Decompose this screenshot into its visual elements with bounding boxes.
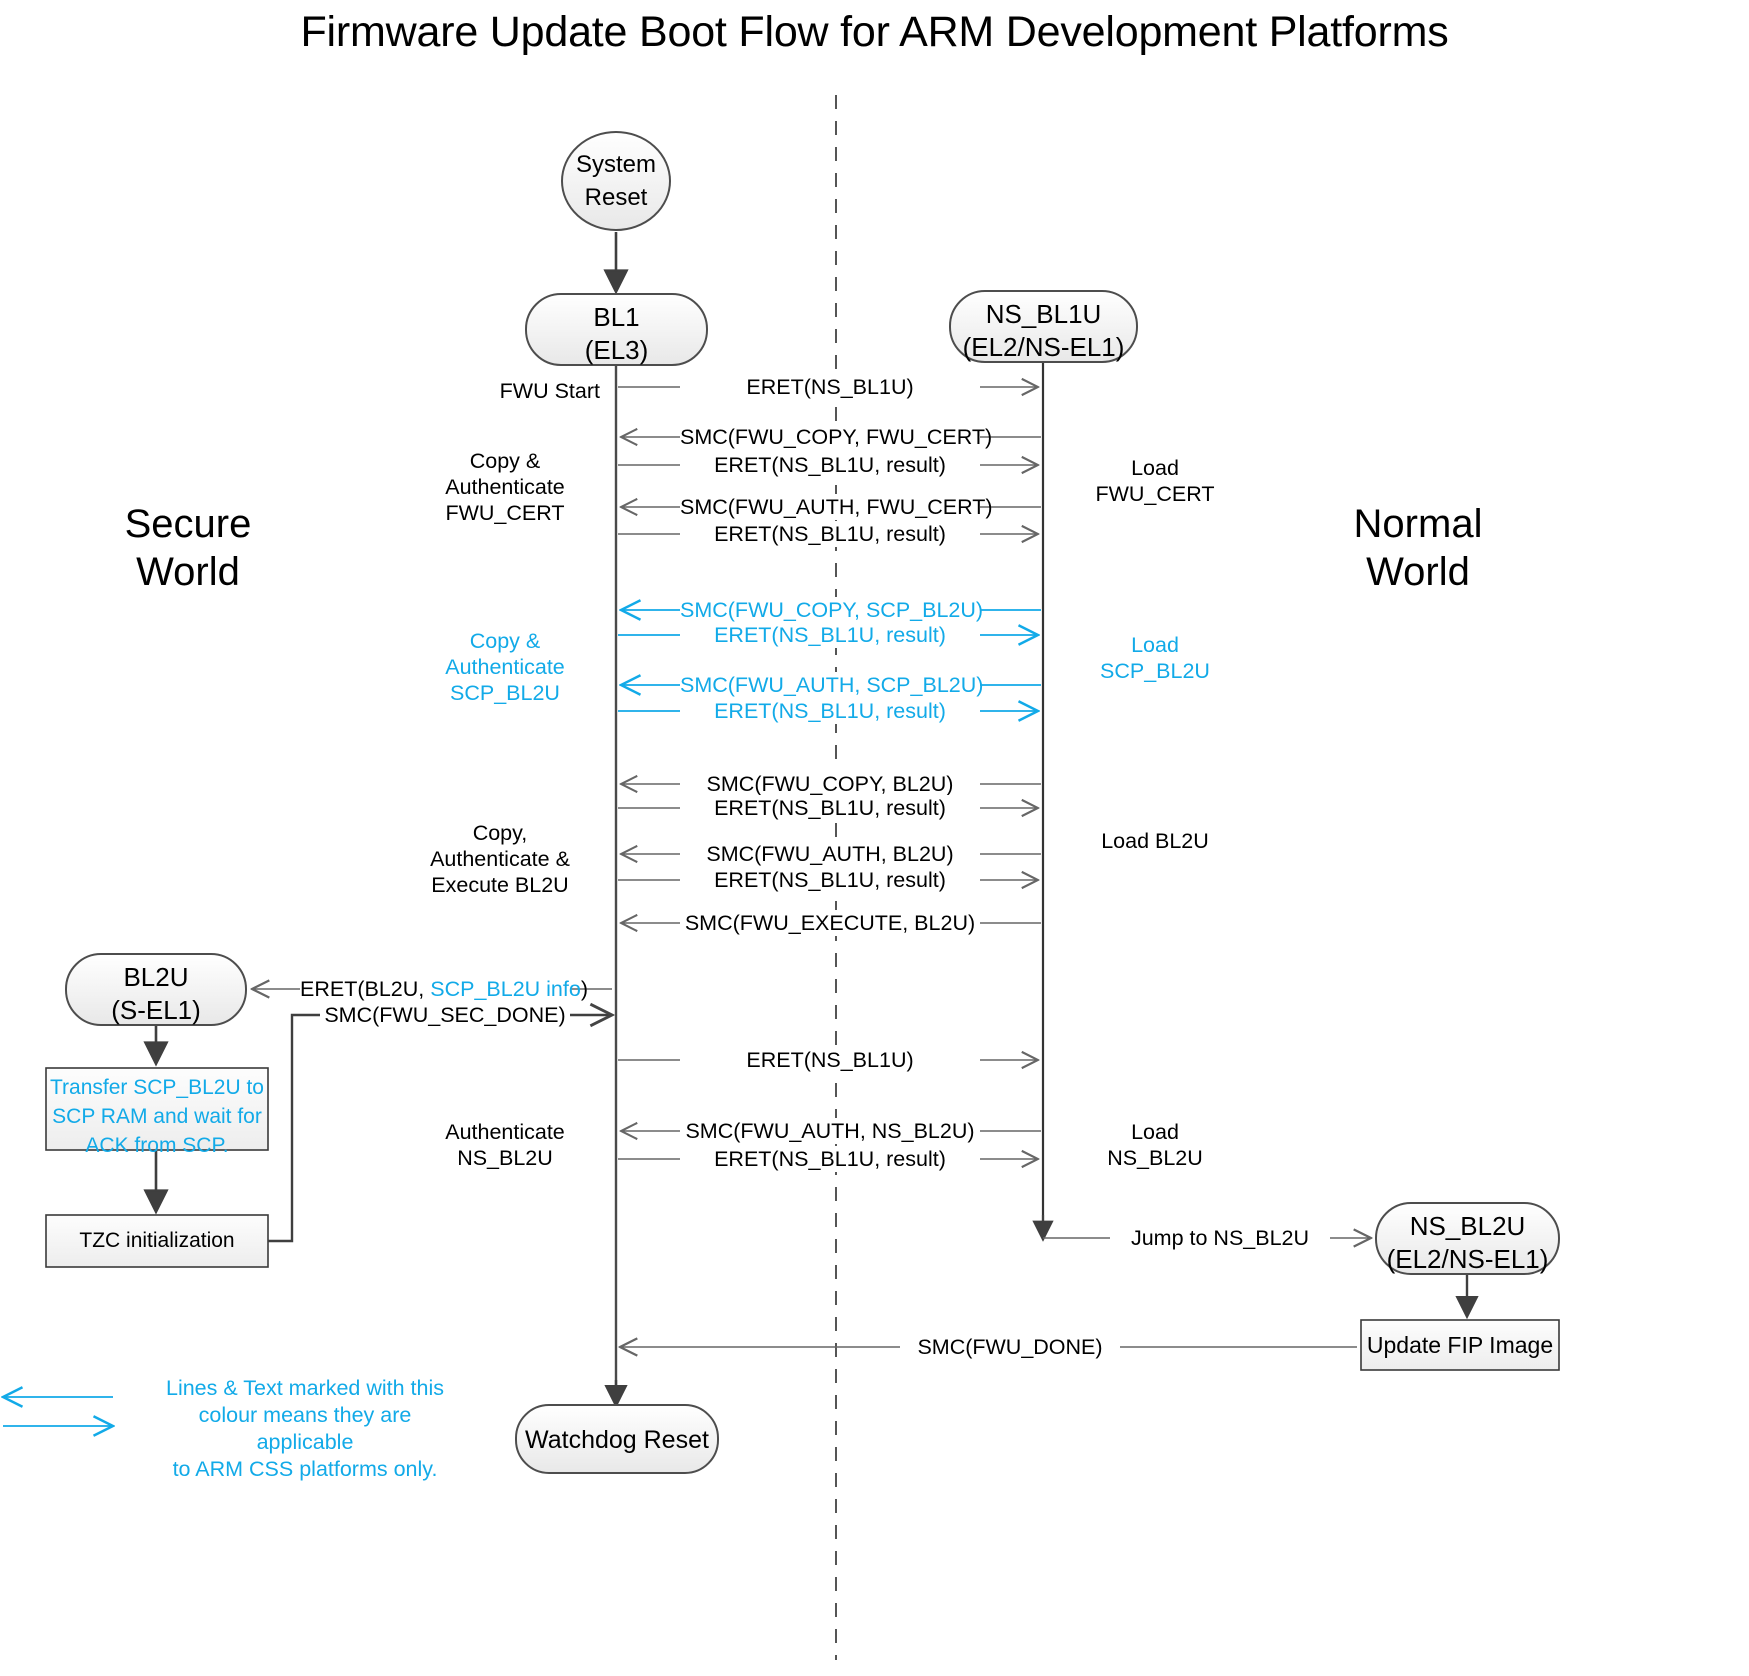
msg-label-m5: ERET(NS_BL1U, result): [680, 521, 980, 547]
msg-label-m4: SMC(FWU_AUTH, FWU_CERT): [680, 494, 993, 520]
box-update-fip: [1360, 1319, 1560, 1371]
annotation-copy-auth-fwu-cert: Copy & Authenticate FWU_CERT: [445, 449, 565, 525]
secure-world-label: Secure World: [124, 502, 252, 594]
box-tzc-init-label: TZC initialization: [79, 1229, 235, 1252]
msg-label-jump-to-ns-bl2u: Jump to NS_BL2U: [1110, 1225, 1330, 1251]
annotation-load-fwu-cert: Load FWU_CERT: [1095, 456, 1215, 506]
annotation-load-bl2u: Load BL2U: [1101, 829, 1209, 853]
eret-bl2u-css-part: SCP_BL2U info: [430, 977, 581, 1001]
annotation-authenticate-ns-bl2u: Authenticate NS_BL2U: [445, 1120, 565, 1170]
annotation-fwu-start: FWU Start: [499, 379, 600, 403]
node-system-reset: [561, 131, 671, 231]
box-transfer-scp: [45, 1067, 269, 1151]
msg-label-m7: ERET(NS_BL1U, result): [680, 622, 980, 648]
msg-label-m12: SMC(FWU_AUTH, BL2U): [680, 841, 980, 867]
eret-bl2u-suffix: ): [580, 977, 588, 1001]
node-bl1: [525, 293, 708, 366]
annotation-copy-auth-exec-bl2u: Copy, Authenticate & Execute BL2U: [430, 821, 570, 897]
box-update-fip-label: Update FIP Image: [1366, 1332, 1554, 1358]
msg-label-m16: SMC(FWU_AUTH, NS_BL2U): [680, 1118, 980, 1144]
node-ns-bl2u: [1375, 1202, 1560, 1275]
legend-label: Lines & Text marked with this colour mea…: [165, 1376, 445, 1481]
msg-label-m8: SMC(FWU_AUTH, SCP_BL2U): [680, 672, 984, 698]
annotation-copy-auth-scp-bl2u: Copy & Authenticate SCP_BL2U: [445, 629, 565, 705]
msg-label-m3: ERET(NS_BL1U, result): [680, 452, 980, 478]
node-ns-bl1u: [949, 290, 1138, 363]
normal-world-label: Normal World: [1353, 502, 1483, 594]
box-transfer-scp-label: Transfer SCP_BL2U to SCP RAM and wait fo…: [50, 1076, 264, 1157]
eret-bl2u-prefix: ERET(BL2U,: [300, 977, 431, 1001]
node-watchdog-reset: [515, 1404, 719, 1474]
msg-label-m17: ERET(NS_BL1U, result): [680, 1146, 980, 1172]
msg-label-eret-bl2u: ERET(BL2U, SCP_BL2U info): [300, 976, 588, 1002]
msg-label-m9: ERET(NS_BL1U, result): [680, 698, 980, 724]
annotation-load-scp-bl2u: Load SCP_BL2U: [1100, 633, 1210, 683]
msg-label-m10: SMC(FWU_COPY, BL2U): [680, 771, 980, 797]
msg-label-m2: SMC(FWU_COPY, FWU_CERT): [680, 424, 993, 450]
msg-label-smc-fwu-done: SMC(FWU_DONE): [900, 1334, 1120, 1360]
annotation-load-ns-bl2u: Load NS_BL2U: [1107, 1120, 1203, 1170]
page-title: Firmware Update Boot Flow for ARM Develo…: [300, 8, 1449, 56]
msg-label-smc-fwu-sec-done: SMC(FWU_SEC_DONE): [320, 1002, 570, 1028]
msg-label-m6: SMC(FWU_COPY, SCP_BL2U): [680, 597, 984, 623]
msg-label-m11: ERET(NS_BL1U, result): [680, 795, 980, 821]
msg-label-m15: ERET(NS_BL1U): [680, 1047, 980, 1073]
msg-label-m1: ERET(NS_BL1U): [680, 374, 980, 400]
msg-label-m14: SMC(FWU_EXECUTE, BL2U): [680, 910, 980, 936]
msg-label-m13: ERET(NS_BL1U, result): [680, 867, 980, 893]
node-bl2u: [65, 953, 247, 1026]
